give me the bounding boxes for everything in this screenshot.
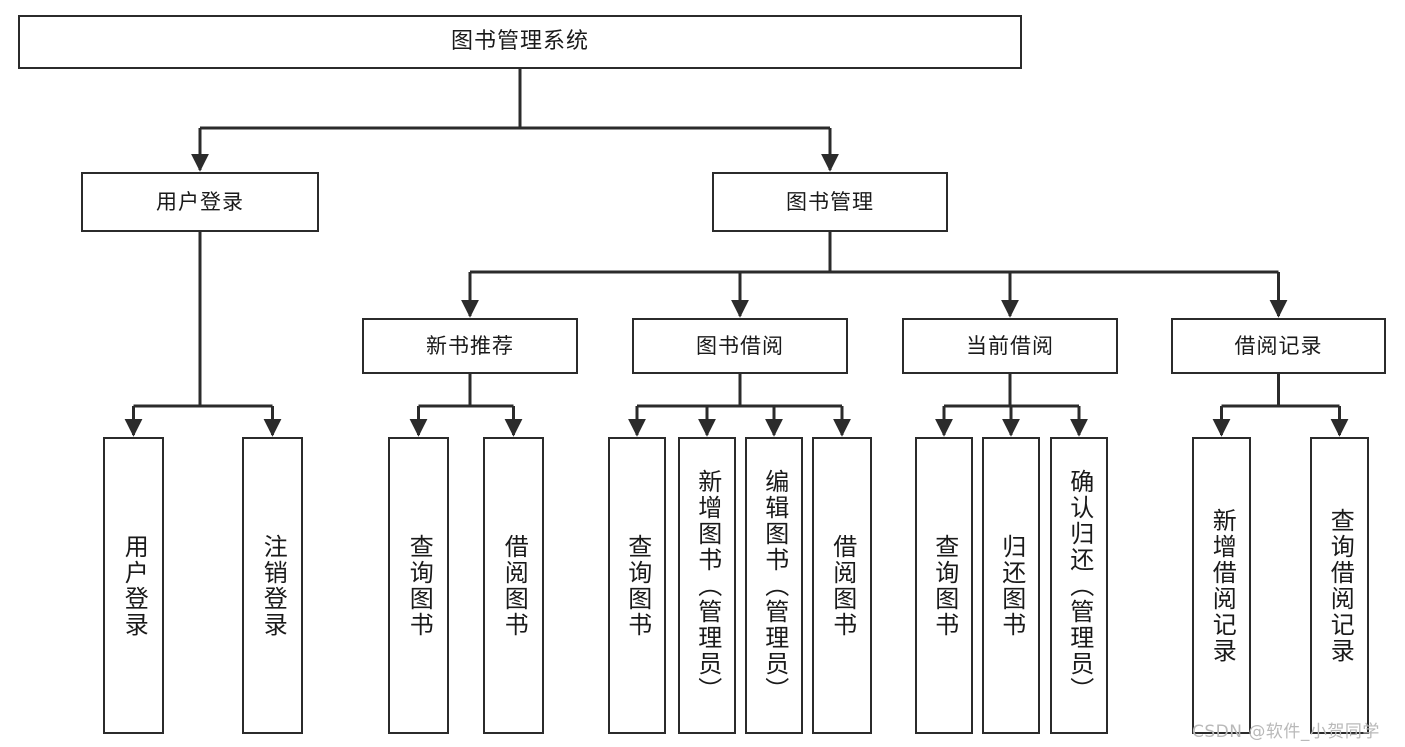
node-leaf-add-record-label: 新增借阅记录 [1208, 507, 1237, 664]
node-book-manage[interactable]: 图书管理 [712, 172, 948, 232]
node-leaf-add-book-label: 新增图书（管理员） [693, 468, 722, 703]
node-leaf-borrow-book[interactable]: 借阅图书 [812, 437, 872, 734]
node-root[interactable]: 图书管理系统 [18, 15, 1022, 69]
node-leaf-query-book-borrow[interactable]: 查询图书 [608, 437, 666, 734]
node-book-borrow[interactable]: 图书借阅 [632, 318, 848, 374]
node-book-borrow-label: 图书借阅 [696, 333, 784, 358]
node-leaf-user-login-label: 用户登录 [120, 533, 149, 638]
node-leaf-logout[interactable]: 注销登录 [242, 437, 303, 734]
node-leaf-query-book-borrow-label: 查询图书 [623, 533, 652, 638]
node-leaf-return-book-label: 归还图书 [997, 533, 1026, 638]
csdn-watermark: CSDN @软件_小贺同学 [1192, 722, 1380, 742]
node-leaf-query-book-cur[interactable]: 查询图书 [915, 437, 973, 734]
node-leaf-query-book-cur-label: 查询图书 [930, 533, 959, 638]
node-leaf-edit-book[interactable]: 编辑图书（管理员） [745, 437, 803, 734]
node-new-book-rec-label: 新书推荐 [426, 333, 514, 358]
node-current-borrow[interactable]: 当前借阅 [902, 318, 1118, 374]
node-leaf-confirm-return[interactable]: 确认归还（管理员） [1050, 437, 1108, 734]
node-book-manage-label: 图书管理 [786, 189, 874, 214]
node-borrow-record-label: 借阅记录 [1234, 333, 1323, 358]
node-borrow-record[interactable]: 借阅记录 [1171, 318, 1386, 374]
node-current-borrow-label: 当前借阅 [966, 333, 1054, 358]
node-leaf-query-book-rec[interactable]: 查询图书 [388, 437, 449, 734]
node-new-book-rec[interactable]: 新书推荐 [362, 318, 578, 374]
node-leaf-query-record[interactable]: 查询借阅记录 [1310, 437, 1369, 734]
node-leaf-edit-book-label: 编辑图书（管理员） [760, 468, 789, 703]
node-leaf-query-record-label: 查询借阅记录 [1326, 507, 1355, 664]
node-leaf-add-book[interactable]: 新增图书（管理员） [678, 437, 736, 734]
node-user-login[interactable]: 用户登录 [81, 172, 319, 232]
node-leaf-confirm-return-label: 确认归还（管理员） [1065, 468, 1094, 703]
node-user-login-label: 用户登录 [156, 189, 244, 214]
node-leaf-borrow-book-rec[interactable]: 借阅图书 [483, 437, 544, 734]
node-leaf-logout-label: 注销登录 [259, 533, 288, 638]
node-leaf-query-book-rec-label: 查询图书 [405, 533, 434, 638]
node-leaf-borrow-book-rec-label: 借阅图书 [500, 533, 529, 638]
node-leaf-return-book[interactable]: 归还图书 [982, 437, 1040, 734]
node-leaf-add-record[interactable]: 新增借阅记录 [1192, 437, 1251, 734]
node-leaf-borrow-book-label: 借阅图书 [828, 533, 857, 638]
node-root-label: 图书管理系统 [450, 29, 589, 55]
node-leaf-user-login[interactable]: 用户登录 [103, 437, 164, 734]
